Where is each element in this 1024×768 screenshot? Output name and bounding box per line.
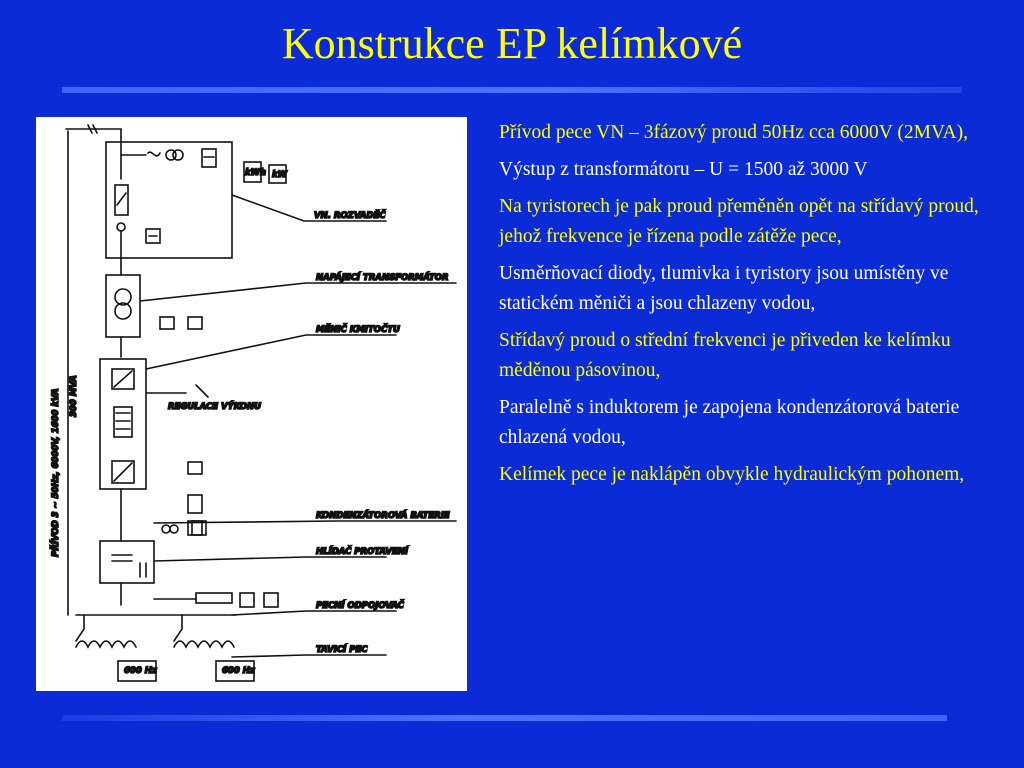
transformer-box: [105, 274, 141, 338]
frequency-converter-box: [99, 358, 147, 490]
label-vn-switchgear: VN. ROZVADĚČ: [314, 210, 386, 221]
slide-title: Konstrukce EP kelímkové: [281, 19, 743, 68]
top-divider: [62, 87, 962, 93]
kw-meter: [268, 164, 287, 184]
freq-box-2: [215, 660, 255, 682]
label-capacitor-bank: KONDENZÁTOROVÁ BATERIE: [316, 509, 450, 521]
label-frequency-converter: MĚNIČ KMITOČTU: [316, 324, 400, 335]
feed-label-2: 300 MVA: [69, 375, 79, 417]
kw-meter-label: kW: [272, 170, 288, 180]
vn-switchgear-box: [105, 141, 233, 259]
freq-label-1: 600 Hz: [124, 666, 157, 676]
label-melt-monitor: HLÍDAČ PROTAVENÍ: [316, 545, 409, 557]
coil-2: [173, 640, 235, 649]
kwh-meter-label: kWh: [245, 168, 266, 178]
capacitor-bank-box: [99, 540, 155, 584]
bullet-item: Usměrňovací diody, tlumivka i tyristory …: [499, 263, 949, 314]
bullet-item: Přívod pece VN – 3fázový proud 50Hz cca …: [499, 122, 968, 143]
bullet-item: Na tyristorech je pak proud přeměněn opě…: [499, 196, 979, 247]
bullet-list: Přívod pece VN – 3fázový proud 50Hz cca …: [499, 118, 994, 497]
coil-1: [75, 640, 137, 649]
circuit-diagram: PŘÍVOD 3 ~ 50Hz, 6000V, 1600 kVA 300 MVA…: [36, 117, 467, 691]
bullet-item: Kelímek pece je naklápěn obvykle hydraul…: [499, 464, 965, 485]
label-supply-transformer: NAPÁJECÍ TRANSFORMÁTOR: [316, 271, 449, 283]
label-power-regulation: REGULACE VÝKONU: [168, 400, 261, 412]
freq-box-1: [117, 660, 157, 682]
kwh-meter: [243, 161, 262, 183]
freq-label-2: 600 Hz: [222, 666, 255, 676]
bullet-item: Střídavý proud o střední frekvenci je př…: [499, 330, 951, 381]
label-melting-furnace: TAVICÍ PEC: [316, 643, 368, 655]
label-furnace-disconnector: PECNÍ ODPOJOVAČ: [316, 599, 405, 611]
bullet-item: Výstup z transformátoru – U = 1500 až 30…: [499, 159, 868, 180]
feed-label: PŘÍVOD 3 ~ 50Hz, 6000V, 1600 kVA: [49, 388, 61, 557]
bullet-item: Paralelně s induktorem je zapojena konde…: [499, 397, 960, 448]
bottom-divider: [62, 715, 947, 721]
